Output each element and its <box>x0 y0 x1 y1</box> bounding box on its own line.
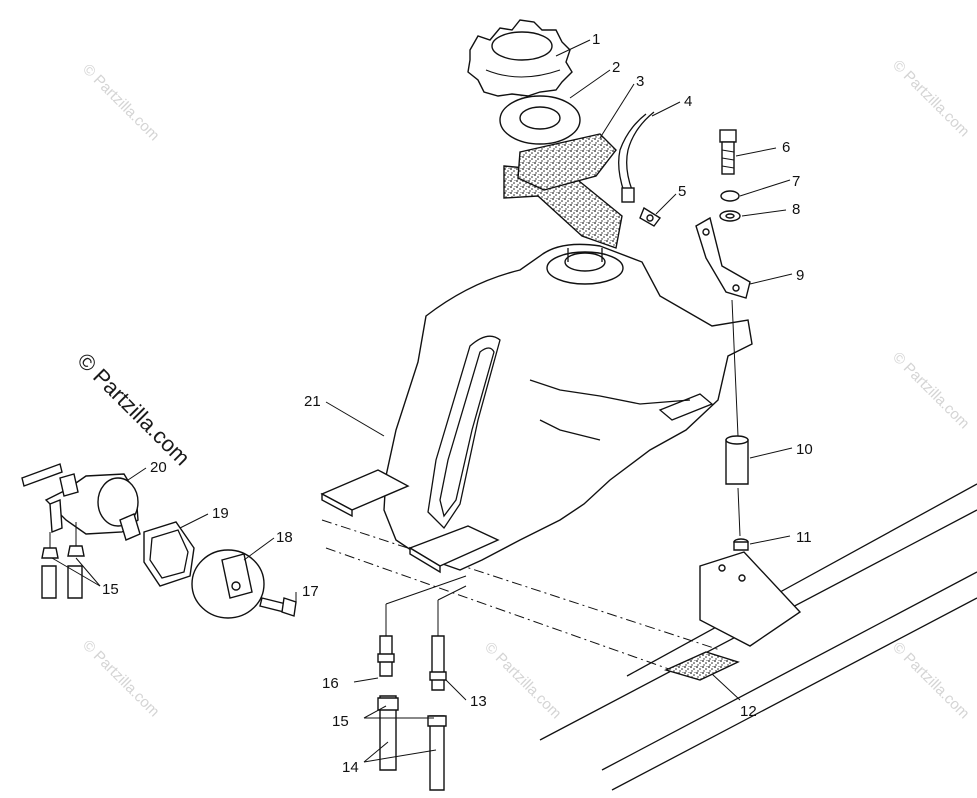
leader-lines <box>51 39 793 763</box>
callout-17: 17 <box>302 583 319 600</box>
callout-14: 14 <box>342 759 359 776</box>
cap-gasket <box>499 95 581 145</box>
tank-bracket <box>695 216 751 299</box>
watermark-bottom-left: © Partzilla.com <box>79 637 162 720</box>
callout-18: 18 <box>276 529 293 546</box>
foam-pad <box>503 133 623 249</box>
callout-2: 2 <box>612 59 620 76</box>
callout-11: 11 <box>796 529 812 546</box>
decal <box>663 651 740 681</box>
callout-7: 7 <box>792 173 800 190</box>
callout-6: 6 <box>782 139 790 156</box>
screw <box>259 597 297 617</box>
callout-8: 8 <box>792 201 800 218</box>
watermark-bottom-center: © Partzilla.com <box>481 639 564 722</box>
bolt-and-washers <box>719 129 741 222</box>
callout-1: 1 <box>592 31 600 48</box>
callout-20: 20 <box>150 459 167 476</box>
fuel-cap <box>467 19 573 97</box>
callout-4: 4 <box>684 93 692 110</box>
callout-21: 21 <box>304 393 321 410</box>
vent-fitting <box>639 206 662 227</box>
vent-hose <box>618 111 655 203</box>
watermark-top-right: © Partzilla.com <box>889 57 972 140</box>
watermark-main: © Partzilla.com <box>72 348 195 471</box>
watermark-bottom-right: © Partzilla.com <box>889 639 972 722</box>
fuel-filter <box>21 463 141 541</box>
filter-mount-block <box>191 549 265 619</box>
frame-mount <box>699 551 802 647</box>
spacer-and-grommet <box>725 299 749 551</box>
callout-10: 10 <box>796 441 813 458</box>
callout-15-left: 15 <box>102 581 119 598</box>
hex-nut <box>143 521 195 587</box>
callout-16: 16 <box>322 675 339 692</box>
callout-13: 13 <box>470 693 487 710</box>
fuel-lines <box>377 695 447 791</box>
watermark-mid-right: © Partzilla.com <box>889 349 972 432</box>
callout-15-lower: 15 <box>332 713 349 730</box>
callout-5: 5 <box>678 183 686 200</box>
callout-19: 19 <box>212 505 229 522</box>
callout-numbers: 1 2 3 4 5 6 7 8 9 10 11 12 13 14 15 15 1… <box>102 31 813 776</box>
callout-9: 9 <box>796 267 804 284</box>
tank-fittings <box>377 575 467 691</box>
tank-pads <box>320 469 500 574</box>
fuel-tank <box>383 243 753 571</box>
callout-12: 12 <box>740 703 757 720</box>
callout-3: 3 <box>636 73 644 90</box>
watermark-top-left: © Partzilla.com <box>79 61 162 144</box>
